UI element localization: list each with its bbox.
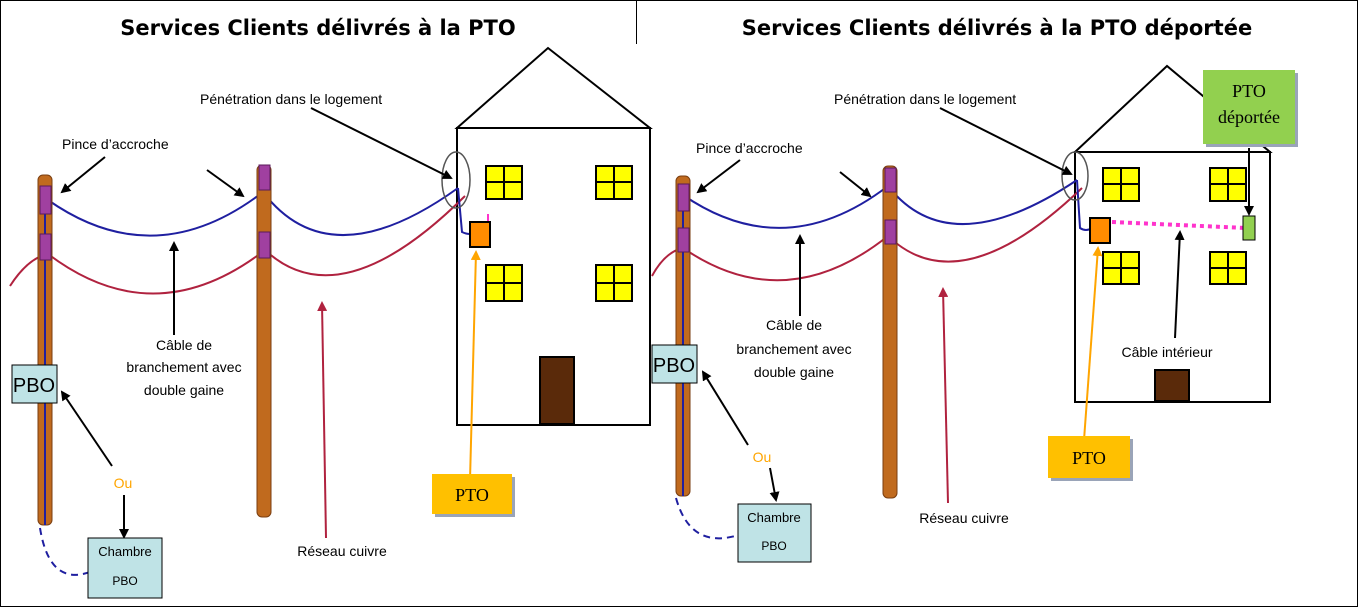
pto-label-box <box>1048 436 1130 478</box>
clamp <box>884 167 897 193</box>
label-cable-3: double gaine <box>144 382 224 398</box>
clamp <box>258 231 271 259</box>
label-cable-2: branchement avec <box>126 359 241 375</box>
arrow <box>696 159 741 194</box>
pto-deportee-label-2: déportée <box>1218 107 1280 127</box>
arrow <box>839 171 872 198</box>
chambre-pbo-label: PBO <box>761 539 786 553</box>
label-ou: Ou <box>753 449 772 465</box>
window <box>1209 167 1247 202</box>
label-cable-1: Câble de <box>156 337 212 353</box>
house <box>454 46 653 426</box>
column-divider <box>636 0 637 44</box>
pto-socket <box>469 221 491 248</box>
arrow <box>1174 230 1185 339</box>
chambre-label: Chambre <box>98 544 151 559</box>
label-cable-3: double gaine <box>754 364 834 380</box>
copper-network-cable <box>9 195 466 295</box>
penetration-circle <box>441 151 471 209</box>
drop-cable <box>47 187 459 237</box>
right-panel: Pénétration dans le logement Pince d’acc… <box>651 64 1295 563</box>
label-pince: Pince d’accroche <box>696 140 803 156</box>
pto-label-box <box>432 474 512 514</box>
label-pince: Pince d’accroche <box>62 136 169 152</box>
left-panel-title: Services Clients délivrés à la PTO <box>120 16 516 40</box>
window <box>1102 251 1140 285</box>
utility-pole <box>882 165 898 499</box>
underground-cable <box>39 527 96 576</box>
drop-cable <box>682 179 1078 229</box>
chambre-label: Chambre <box>747 510 800 525</box>
label-reseau: Réseau cuivre <box>297 543 387 559</box>
indoor-cable <box>1111 220 1247 230</box>
pto-deportee-socket <box>1242 215 1256 241</box>
penetration-circle <box>1061 151 1089 201</box>
pbo-label: PBO <box>653 355 695 377</box>
window <box>485 264 523 302</box>
label-ou: Ou <box>114 475 133 491</box>
clamp <box>39 233 52 261</box>
clamp <box>677 227 690 253</box>
clamp <box>677 183 690 212</box>
pto-deportee-box <box>1203 70 1295 144</box>
window <box>1102 167 1140 202</box>
copper-network-cable <box>651 187 1083 282</box>
clamp <box>884 219 897 245</box>
house <box>1072 64 1273 403</box>
door <box>1154 369 1190 402</box>
label-penetration: Pénétration dans le logement <box>834 91 1016 107</box>
clamp <box>258 164 271 191</box>
clamp <box>39 185 52 215</box>
label-cable-interieur: Câble intérieur <box>1121 344 1212 360</box>
pbo-box <box>11 364 58 404</box>
chambre-box <box>87 537 163 599</box>
window <box>595 165 633 200</box>
arrow <box>938 287 949 504</box>
arrow <box>769 467 780 502</box>
pbo-label: PBO <box>13 375 55 397</box>
arrow <box>1083 246 1103 441</box>
label-cable-2: branchement avec <box>736 341 851 357</box>
chambre-pbo-label: PBO <box>112 574 137 588</box>
right-panel-title: Services Clients délivrés à la PTO dépor… <box>741 16 1253 40</box>
label-cable-1: Câble de <box>766 317 822 333</box>
left-panel: Pénétration dans le logement Pince d’acc… <box>9 46 653 599</box>
arrow <box>206 169 245 198</box>
label-penetration: Pénétration dans le logement <box>200 91 382 107</box>
pto-socket <box>1089 217 1111 244</box>
window <box>595 264 633 302</box>
door <box>539 356 575 425</box>
house-roof <box>454 46 653 129</box>
chambre-box <box>737 503 812 563</box>
window <box>1209 251 1247 285</box>
arrow <box>939 107 1073 175</box>
arrow <box>310 107 453 179</box>
pto-label: PTO <box>455 485 489 505</box>
label-reseau: Réseau cuivre <box>919 510 1009 526</box>
arrow <box>701 370 749 446</box>
arrow <box>60 156 106 194</box>
underground-cable <box>675 497 736 540</box>
arrow <box>60 390 113 467</box>
arrow <box>317 301 328 539</box>
pto-label: PTO <box>1072 448 1106 468</box>
pto-deportee-label-1: PTO <box>1232 81 1266 101</box>
utility-pole <box>256 164 272 518</box>
pbo-box <box>651 344 698 384</box>
arrow <box>469 250 481 481</box>
window <box>485 165 523 200</box>
